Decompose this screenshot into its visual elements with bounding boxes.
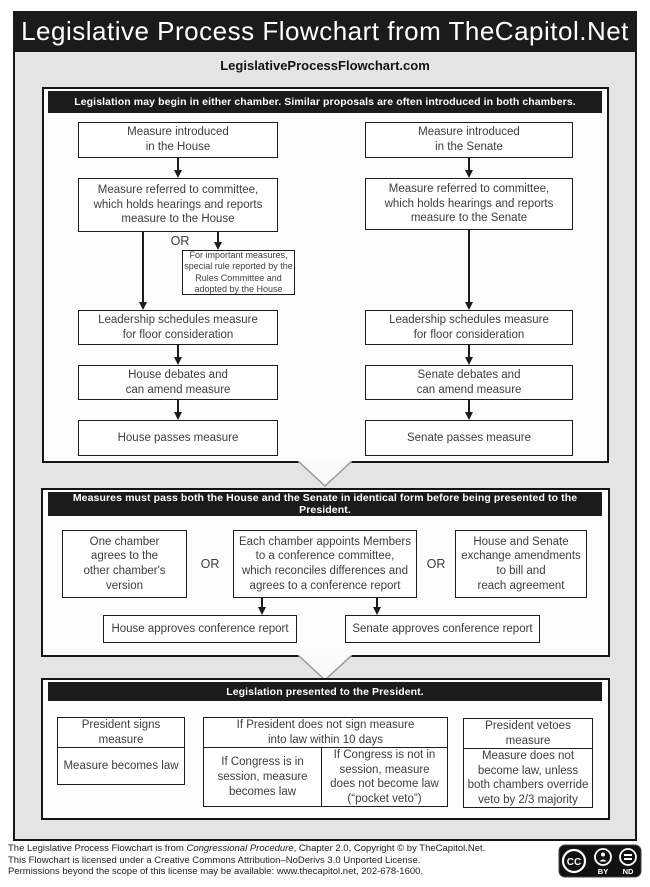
group-president-signs: President signs measure Measure becomes …: [57, 717, 185, 785]
svg-text:ND: ND: [623, 867, 634, 876]
box-house-passes: House passes measure: [78, 420, 278, 456]
svg-text:BY: BY: [598, 867, 608, 876]
arrow-down-icon: [372, 598, 382, 615]
footer-line-1: The Legislative Process Flowchart is fro…: [8, 843, 486, 854]
chevron-down-icon: [298, 461, 352, 488]
box-senate-introduced: Measure introduced in the Senate: [365, 122, 573, 158]
arrow-down-icon: [464, 400, 474, 420]
box-exchange-amendments: House and Senate exchange amendments to …: [455, 530, 587, 598]
box-president-signs: President signs measure: [58, 718, 184, 748]
box-congress-not-in-session: If Congress is not in session, measure d…: [330, 749, 439, 806]
arrow-down-icon: [138, 232, 148, 310]
footer-line-3: Permissions beyond the scope of this lic…: [8, 866, 424, 877]
box-house-leadership: Leadership schedules measure for floor c…: [78, 310, 278, 345]
arrow-down-icon: [464, 158, 474, 178]
page-title: Legislative Process Flowchart from TheCa…: [13, 11, 637, 52]
footer-copyright: The Legislative Process Flowchart is fro…: [8, 843, 553, 878]
box-no-sign-10-days: If President does not sign measure into …: [204, 718, 447, 748]
box-veto-override: Measure does not become law, unless both…: [467, 750, 589, 807]
box-congress-in-session: If Congress is in session, measure becom…: [204, 748, 322, 807]
or-label-house: OR: [170, 233, 190, 248]
svg-text:CC: CC: [567, 857, 581, 868]
arrow-down-icon: [173, 158, 183, 178]
section-begin-header: Legislation may begin in either chamber.…: [48, 91, 602, 113]
group-president-no-sign: If President does not sign measure into …: [203, 717, 448, 807]
cc-by-nd-license-badge: CC BY ND: [558, 844, 642, 878]
box-house-special-rule: For important measures, special rule rep…: [182, 250, 295, 295]
arrow-down-icon: [213, 232, 223, 250]
box-president-vetoes: President vetoes measure: [464, 719, 592, 749]
arrow-down-icon: [173, 345, 183, 365]
group-president-vetoes: President vetoes measure Measure does no…: [463, 718, 593, 808]
box-measure-becomes-law: Measure becomes law: [63, 759, 179, 772]
arrow-down-icon: [257, 598, 267, 615]
or-label-1: OR: [200, 557, 220, 571]
box-house-introduced: Measure introduced in the House: [78, 122, 278, 158]
box-senate-leadership: Leadership schedules measure for floor c…: [365, 310, 573, 345]
footer-line-2: This Flowchart is licensed under a Creat…: [8, 854, 421, 866]
box-senate-passes: Senate passes measure: [365, 420, 573, 456]
arrow-down-icon: [464, 230, 474, 310]
box-senate-committee: Measure referred to committee, which hol…: [365, 178, 573, 230]
box-conference-committee: Each chamber appoints Members to a confe…: [233, 530, 417, 598]
box-one-chamber-agrees: One chamber agrees to the other chamber'…: [62, 530, 187, 598]
arrow-down-icon: [464, 345, 474, 365]
box-house-debates: House debates and can amend measure: [78, 365, 278, 400]
site-url: LegislativeProcessFlowchart.com: [220, 57, 430, 73]
arrow-down-icon: [173, 400, 183, 420]
box-senate-approves-report: Senate approves conference report: [345, 615, 540, 643]
section-president-header: Legislation presented to the President.: [48, 682, 602, 701]
box-house-committee: Measure referred to committee, which hol…: [78, 178, 278, 232]
section-identical-header: Measures must pass both the House and th…: [48, 492, 602, 516]
book-title: Congressional Procedure: [186, 843, 294, 854]
or-label-2: OR: [426, 557, 446, 571]
box-senate-debates: Senate debates and can amend measure: [365, 365, 573, 400]
box-house-approves-report: House approves conference report: [103, 615, 297, 643]
